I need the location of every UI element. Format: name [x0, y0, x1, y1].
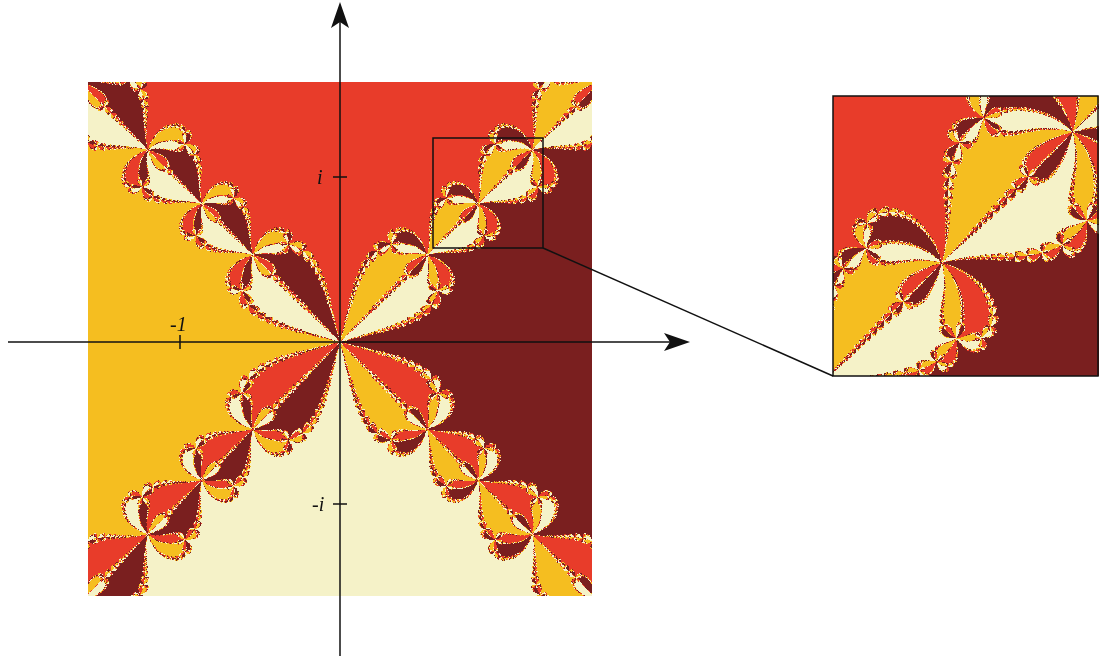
zoom-leader [543, 248, 833, 376]
axis-arrowhead [664, 333, 690, 351]
axis-arrowhead [331, 2, 349, 28]
axis-tick [179, 335, 181, 349]
axis-tick [333, 176, 347, 178]
zoom-box [433, 138, 543, 248]
axis-label: i [317, 167, 323, 187]
axis-label: -1 [170, 314, 187, 334]
axis-label: -i [312, 494, 324, 514]
axis-tick [333, 503, 347, 505]
imaginary-axis [339, 20, 341, 656]
fractal-zoom [833, 96, 1099, 376]
zoom-frame [833, 96, 1098, 376]
